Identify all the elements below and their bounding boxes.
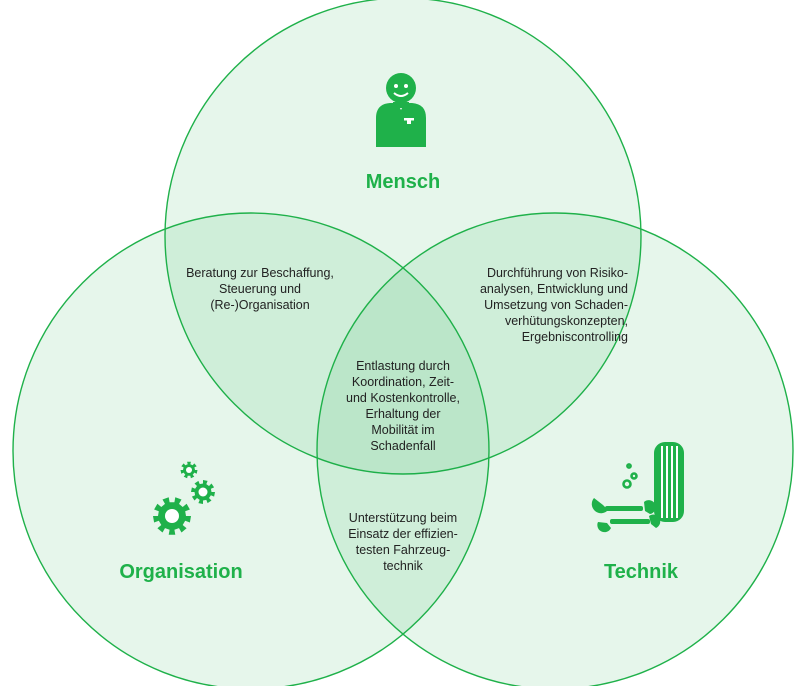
label-organisation: Organisation: [119, 561, 242, 583]
text-line: testen Fahrzeug-: [355, 543, 451, 557]
text-line: Erhaltung der: [365, 407, 441, 421]
text-line: Mobilität im: [371, 423, 435, 437]
region-organisation-technik-text: Unterstützung beim Einsatz der effizien-…: [333, 510, 473, 574]
label-mensch: Mensch: [366, 171, 440, 193]
gear-hole: [198, 487, 208, 497]
person-face-details: [393, 84, 414, 124]
text-line: Durchführung von Risiko-: [486, 266, 628, 280]
gears-icon: [153, 461, 215, 535]
text-line: verhütungskonzepten,: [504, 314, 628, 328]
text-line: technik: [383, 559, 423, 573]
text-line: Ergebniscontrolling: [521, 330, 628, 344]
circle-technik: [316, 212, 794, 686]
text-line: Einsatz der effizien-: [348, 527, 458, 541]
text-line: Schadenfall: [370, 439, 436, 453]
text-line: Unterstützung beim: [348, 511, 458, 525]
label-technik: Technik: [604, 561, 679, 583]
circle-mensch: [164, 0, 642, 475]
person-icon: [376, 73, 426, 147]
gear-hole: [186, 467, 192, 473]
text-line: Entlastung durch: [356, 359, 450, 373]
text-line: Beratung zur Beschaffung,: [186, 266, 334, 280]
text-line: analysen, Entwicklung und: [479, 282, 628, 296]
text-line: und Kostenkontrolle,: [346, 391, 460, 405]
gear-hole: [165, 509, 179, 523]
text-line: Steuerung und: [218, 282, 301, 296]
text-line: Umsetzung von Schaden-: [484, 298, 628, 312]
text-line: (Re-)Organisation: [210, 298, 310, 312]
region-mensch-technik-text: Durchführung von Risiko- analysen, Entwi…: [440, 265, 628, 345]
wrench-tire-icon: [591, 442, 684, 533]
region-mensch-organisation-text: Beratung zur Beschaffung, Steuerung und …: [170, 265, 350, 313]
circle-organisation: [12, 212, 490, 686]
text-line: Koordination, Zeit-: [351, 375, 455, 389]
region-center-text: Entlastung durch Koordination, Zeit- und…: [333, 358, 473, 454]
